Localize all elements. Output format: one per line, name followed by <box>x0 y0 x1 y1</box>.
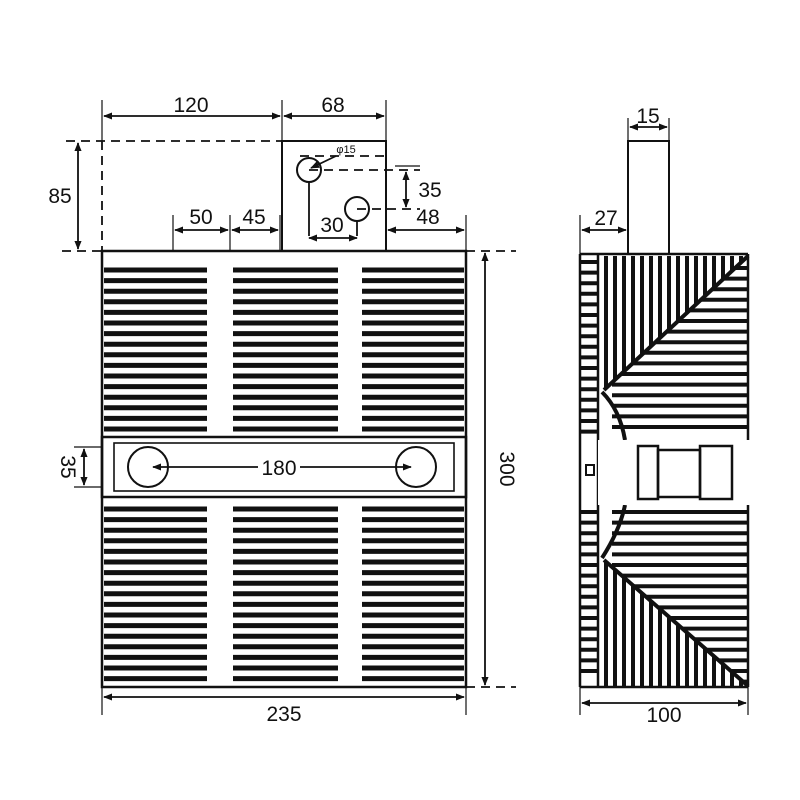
top-bracket <box>281 140 387 252</box>
dim-45: 45 <box>242 206 265 229</box>
dim-180: 180 <box>261 457 296 480</box>
dim-35-slot: 35 <box>56 455 79 478</box>
side-post <box>627 140 670 255</box>
dim-50: 50 <box>189 206 212 229</box>
side-diagonals <box>600 254 750 688</box>
mounting-slot <box>113 442 455 492</box>
clamp-nut-right <box>698 444 734 501</box>
dimension-lines <box>74 112 489 701</box>
dim-15: 15 <box>636 105 659 128</box>
dim-68: 68 <box>321 94 344 117</box>
dim-300: 300 <box>495 451 518 486</box>
dashed-envelope <box>62 140 516 688</box>
dim-phi15: φ15 <box>336 144 355 156</box>
dim-120: 120 <box>173 94 208 117</box>
clamp-nut-center <box>656 448 702 499</box>
dim-35-holes: 35 <box>418 179 441 202</box>
extension-lines <box>74 100 467 715</box>
dim-48: 48 <box>416 206 439 229</box>
side-fins <box>580 256 748 686</box>
dim-100: 100 <box>646 704 681 727</box>
dim-85: 85 <box>48 185 71 208</box>
side-extension-lines <box>579 118 749 715</box>
clamp-nut-left <box>636 444 660 501</box>
front-fins <box>104 267 464 682</box>
clamp-tab <box>585 464 595 476</box>
dim-27: 27 <box>594 207 617 230</box>
side-view: 15 27 100 <box>578 105 750 727</box>
dim-235: 235 <box>266 703 301 726</box>
side-clamp <box>585 440 734 505</box>
mounting-bar <box>100 435 468 499</box>
front-view: 120 68 85 φ15 35 50 45 30 48 180 235 300… <box>48 94 518 726</box>
side-dimension-lines <box>581 123 747 707</box>
dim-30: 30 <box>320 214 343 237</box>
